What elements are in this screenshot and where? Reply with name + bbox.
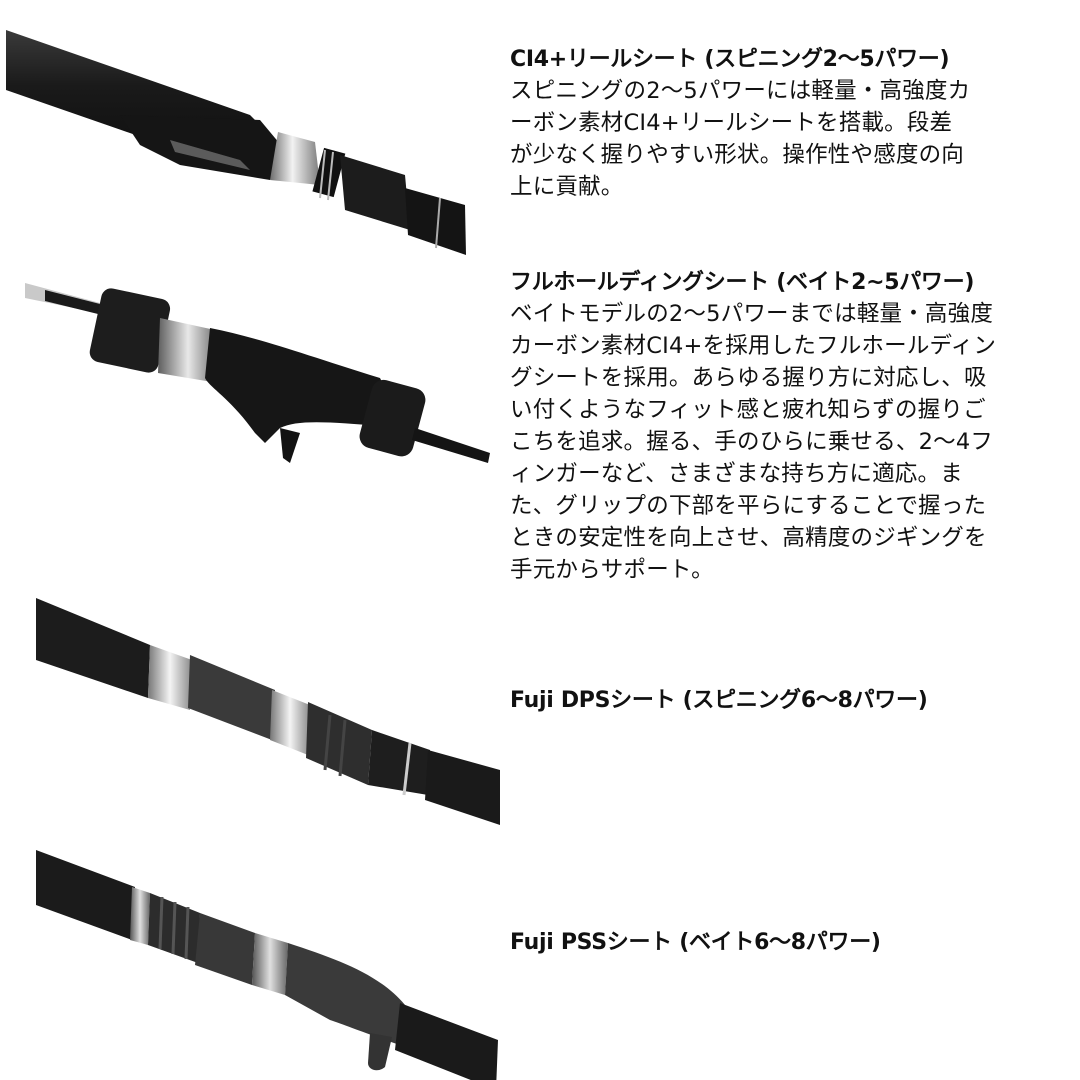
body-text-line: が少なく握りやすい形状。操作性や感度の向 <box>510 142 965 168</box>
bait-full-holding-seat-photo <box>0 268 500 478</box>
section-ci4-reel-seat: CI4+リールシート (スピニング2〜5パワー) スピニングの2〜5パワーには軽… <box>510 45 1080 203</box>
spinning-ci4-reel-seat-photo <box>0 20 500 270</box>
section-fuji-pss-seat: Fuji PSSシート (ベイト6〜8パワー) <box>510 928 1080 958</box>
section-heading: フルホールディングシート (ベイト2~5パワー) <box>510 270 975 295</box>
body-text-line: こちを追求。握る、手のひらに乗せる、2〜4フ <box>510 429 994 455</box>
body-text-line: ィンガーなど、さまざまな持ち方に適応。ま <box>510 461 963 487</box>
body-text-line: ーボン素材CI4+リールシートを搭載。段差 <box>510 110 953 136</box>
body-text-line: カーボン素材CI4+を採用したフルホールディン <box>510 333 997 359</box>
body-text-line: い付くようなフィット感と疲れ知らずの握りご <box>510 397 986 423</box>
section-full-holding-seat: フルホールディングシート (ベイト2~5パワー) ベイトモデルの2〜5パワーまで… <box>510 268 1080 586</box>
section-fuji-dps-seat: Fuji DPSシート (スピニング6〜8パワー) <box>510 686 1080 716</box>
body-text-line: 上に貢献。 <box>510 174 624 200</box>
body-text-line: ときの安定性を向上させ、高精度のジギングを <box>510 525 987 551</box>
body-text-line: 手元からサポート。 <box>510 557 714 583</box>
body-text-line: グシートを採用。あらゆる握り方に対応し、吸 <box>510 365 987 391</box>
fuji-pss-seat-photo <box>0 845 510 1080</box>
body-text-line: ベイトモデルの2〜5パワーまでは軽量・高強度 <box>510 301 994 327</box>
fuji-dps-seat-photo <box>0 590 510 840</box>
body-text-line: た、グリップの下部を平らにすることで握った <box>510 493 987 519</box>
section-heading: CI4+リールシート (スピニング2〜5パワー) <box>510 47 950 72</box>
body-text-line: スピニングの2〜5パワーには軽量・高強度カ <box>510 78 971 104</box>
section-heading: Fuji DPSシート (スピニング6〜8パワー) <box>510 688 928 713</box>
section-heading: Fuji PSSシート (ベイト6〜8パワー) <box>510 930 881 955</box>
